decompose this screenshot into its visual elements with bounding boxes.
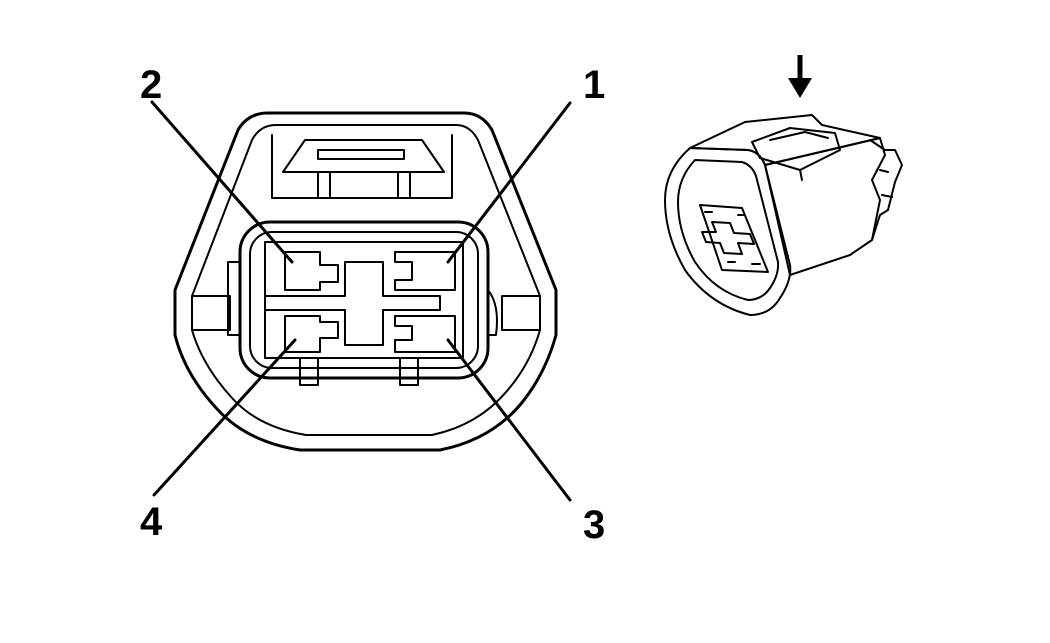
- iso-cross: [701, 221, 755, 255]
- socket-shroud-outer: [238, 220, 490, 380]
- pin-2-leader: [150, 100, 294, 264]
- pin-1-cavity: [394, 251, 456, 291]
- latch-frame: [271, 134, 453, 199]
- iso-latch: [751, 127, 841, 171]
- latch-tab: [282, 139, 445, 173]
- iso-latch-detail: [769, 131, 829, 181]
- shroud-right-nub: [487, 289, 498, 336]
- latch-legs: [317, 171, 411, 199]
- lower-keys: [299, 357, 419, 386]
- connector-front-view: [173, 111, 558, 452]
- connector-isometric-view: [664, 55, 903, 316]
- pin-4-cavity: [284, 315, 339, 353]
- iso-rear-detail: [879, 169, 893, 198]
- iso-top-surface: [689, 114, 881, 166]
- right-ear: [501, 295, 541, 331]
- iso-terminals: [704, 211, 761, 265]
- latch-slot: [317, 149, 405, 160]
- socket-shroud-inner: [249, 231, 479, 369]
- pin-3-cavity: [394, 315, 456, 353]
- pin-label-1: 1: [583, 63, 605, 107]
- pin-2-cavity: [284, 251, 339, 291]
- pin-labels: 2 1 4 3: [140, 63, 605, 547]
- housing-outer: [173, 111, 558, 452]
- pin-1-leader: [446, 101, 572, 264]
- pin-label-2: 2: [140, 63, 162, 107]
- iso-front-face-outer: [664, 147, 792, 316]
- iso-cavity: [699, 204, 769, 273]
- pin-label-4: 4: [140, 500, 163, 544]
- leader-lines: [150, 100, 572, 502]
- pin-4-leader: [152, 338, 297, 497]
- iso-front-face-inner: [677, 159, 780, 301]
- pin-label-3: 3: [583, 503, 605, 547]
- shroud-left-nub: [227, 261, 241, 336]
- down-arrow-icon: [788, 55, 812, 98]
- cross-separator: [264, 261, 441, 346]
- iso-right-side: [764, 137, 886, 276]
- iso-rear-end: [869, 139, 903, 241]
- left-ear: [191, 295, 231, 331]
- pin-3-leader: [446, 338, 572, 502]
